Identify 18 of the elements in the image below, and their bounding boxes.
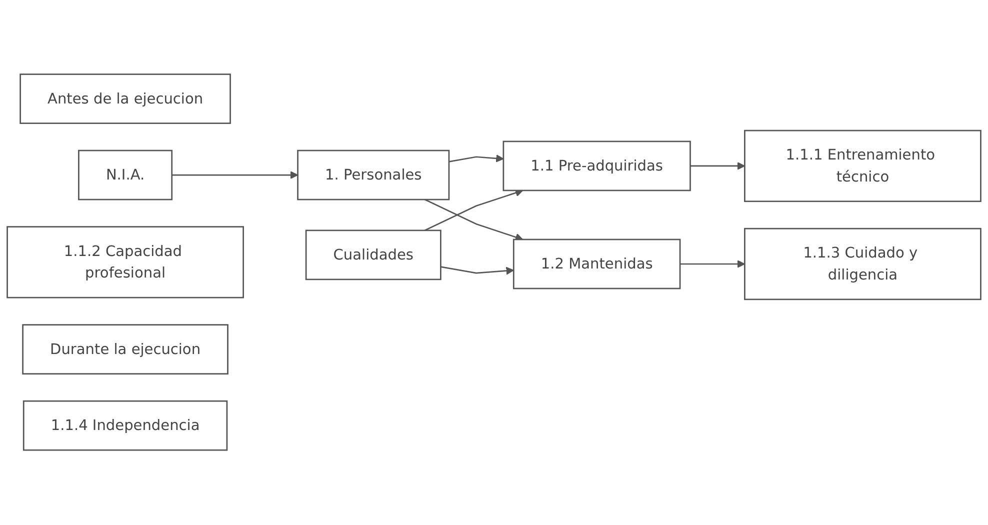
node-box: 1.1.3 Cuidado y diligencia — [744, 228, 982, 300]
node-box: Durante la ejecucion — [22, 324, 228, 375]
node-box: 1.1 Pre-adquiridas — [502, 141, 691, 192]
node-box: Antes de la ejecucion — [20, 74, 231, 124]
arrow — [424, 189, 524, 232]
node-box: N.I.A. — [78, 150, 173, 201]
arrow — [680, 260, 746, 268]
arrow — [440, 266, 514, 276]
arrow — [424, 199, 524, 242]
arrow — [690, 162, 746, 170]
node-box: 1.1.4 Independencia — [22, 400, 228, 452]
arrow — [172, 171, 298, 180]
node-box: Cualidades — [305, 230, 442, 280]
node-box: 1. Personales — [297, 150, 450, 201]
node-box: 1.1.1 Entrenamiento técnico — [744, 130, 982, 202]
node-box: 1.1.2 Capacidad profesional — [6, 226, 244, 299]
node-box: 1.2 Mantenidas — [512, 239, 681, 290]
arrow — [448, 154, 504, 163]
